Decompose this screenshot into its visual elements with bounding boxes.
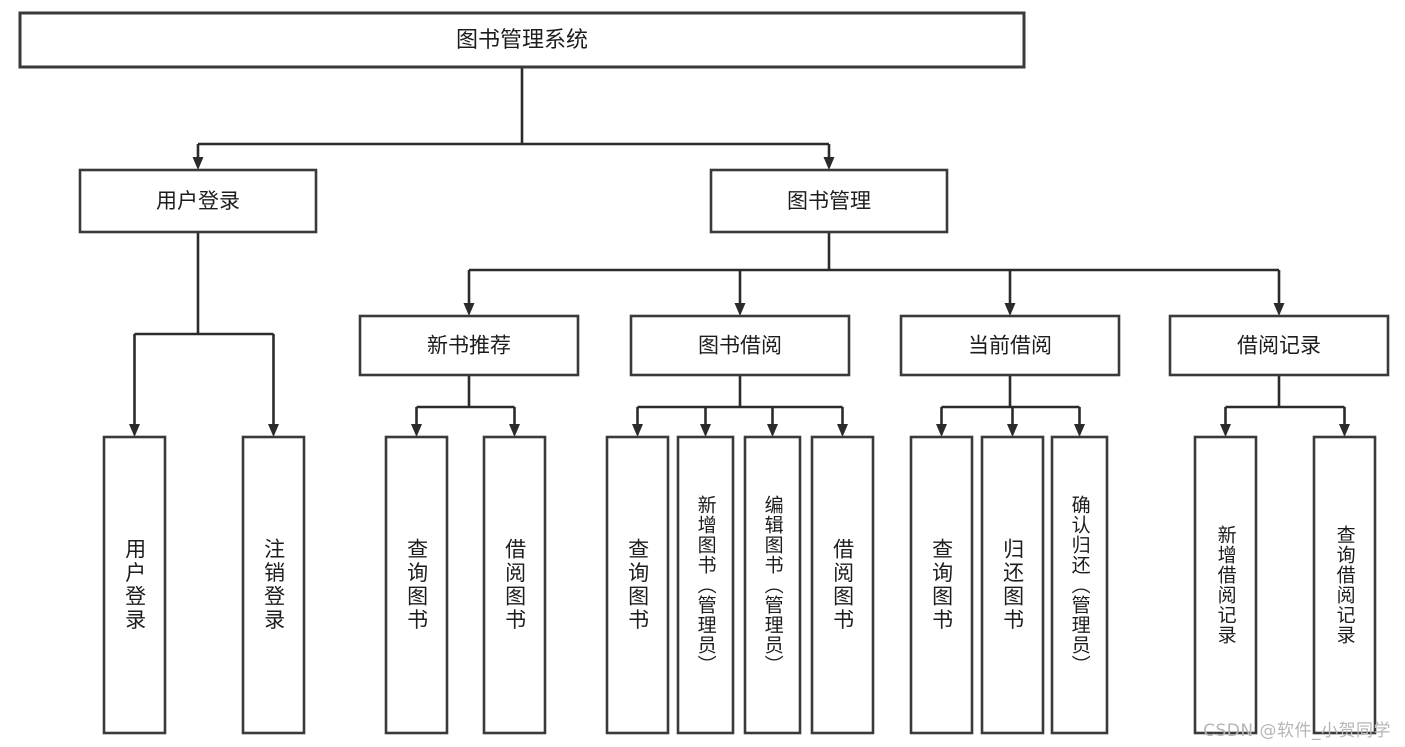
node-l-query-book-3[interactable] <box>909 435 974 735</box>
node-l-borrow-book-2[interactable] <box>810 435 875 735</box>
node-label: 当前借阅 <box>968 334 1052 358</box>
node-box <box>78 168 318 234</box>
node-box <box>241 435 306 735</box>
node-box <box>1193 435 1258 735</box>
arrowhead-icon <box>1339 424 1350 437</box>
node-box <box>676 435 735 735</box>
node-box <box>358 314 580 377</box>
node-box <box>980 435 1045 735</box>
arrowhead-icon <box>767 424 778 437</box>
arrowhead-icon <box>463 303 475 316</box>
node-root[interactable]: 图书管理系统 <box>18 11 1026 69</box>
node-box <box>18 11 1026 69</box>
node-l-query-book-1[interactable] <box>384 435 449 735</box>
node-n-current-borrow[interactable]: 当前借阅 <box>899 314 1121 377</box>
node-box <box>1168 314 1390 377</box>
edges-layer <box>129 67 1350 437</box>
node-n-book-borrow[interactable]: 图书借阅 <box>629 314 851 377</box>
node-l-borrow-book-1[interactable] <box>482 435 547 735</box>
node-l-user-login[interactable] <box>102 435 167 735</box>
node-box <box>709 168 949 234</box>
node-box <box>909 435 974 735</box>
node-n-new-book-rec[interactable]: 新书推荐 <box>358 314 580 377</box>
arrowhead-icon <box>1007 424 1018 437</box>
watermark: CSDN @软件_小贺同学 <box>1203 721 1391 741</box>
arrowhead-icon <box>1273 303 1285 316</box>
node-l-return-book[interactable] <box>980 435 1045 735</box>
node-n-book-manage[interactable]: 图书管理 <box>709 168 949 234</box>
arrowhead-icon <box>1004 303 1016 316</box>
node-box <box>810 435 875 735</box>
node-box <box>482 435 547 735</box>
arrowhead-icon <box>837 424 848 437</box>
node-l-query-book-2[interactable] <box>605 435 670 735</box>
node-box <box>1312 435 1377 735</box>
arrowhead-icon <box>411 424 422 437</box>
node-label: 图书借阅 <box>698 334 782 358</box>
arrowhead-icon <box>509 424 520 437</box>
node-box <box>102 435 167 735</box>
node-l-query-record[interactable] <box>1312 435 1377 735</box>
node-l-add-record[interactable] <box>1193 435 1258 735</box>
node-box <box>743 435 802 735</box>
node-box <box>605 435 670 735</box>
node-label: 用户登录 <box>156 189 240 213</box>
node-l-edit-book[interactable] <box>743 435 802 735</box>
node-l-logout[interactable] <box>241 435 306 735</box>
node-label: 图书管理系统 <box>456 28 588 53</box>
arrowhead-icon <box>1220 424 1231 437</box>
node-n-borrow-record[interactable]: 借阅记录 <box>1168 314 1390 377</box>
node-l-add-book[interactable] <box>676 435 735 735</box>
arrowhead-icon <box>700 424 711 437</box>
arrowhead-icon <box>129 424 140 437</box>
node-n-user-login[interactable]: 用户登录 <box>78 168 318 234</box>
node-label: 图书管理 <box>787 189 871 213</box>
node-box <box>384 435 449 735</box>
node-box <box>629 314 851 377</box>
arrowhead-icon <box>268 424 279 437</box>
arrowhead-icon <box>1074 424 1085 437</box>
arrowhead-icon <box>936 424 947 437</box>
node-l-confirm-return[interactable] <box>1050 435 1109 735</box>
arrowhead-icon <box>192 157 204 170</box>
node-box <box>899 314 1121 377</box>
node-label: 借阅记录 <box>1237 334 1321 358</box>
arrowhead-icon <box>734 303 746 316</box>
arrowhead-icon <box>823 157 835 170</box>
node-label: 新书推荐 <box>427 334 511 358</box>
node-box <box>1050 435 1109 735</box>
arrowhead-icon <box>632 424 643 437</box>
